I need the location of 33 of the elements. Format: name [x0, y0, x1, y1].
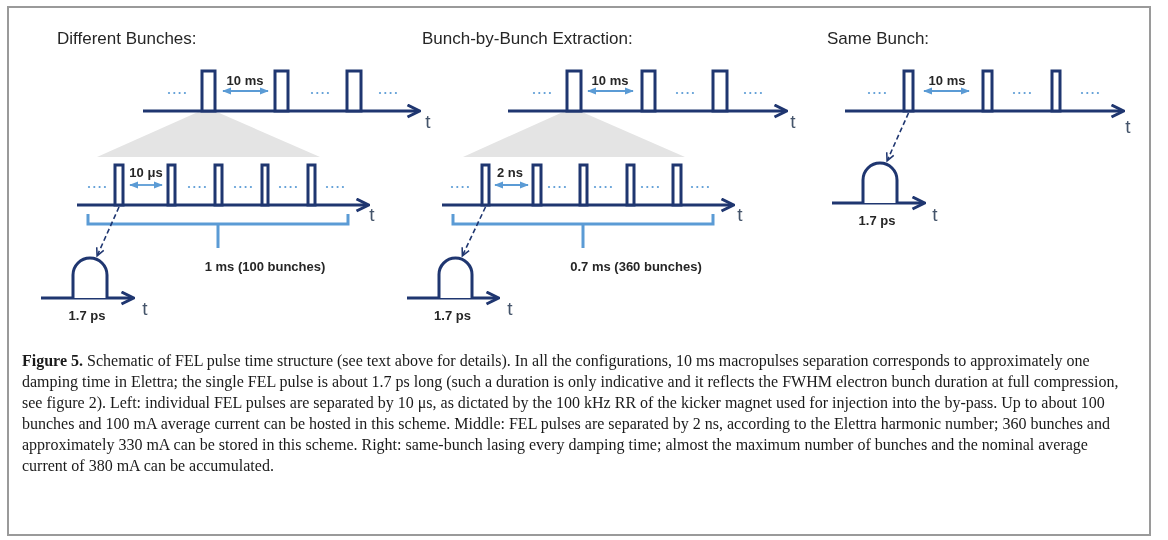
- axis-label: t: [369, 204, 375, 224]
- axis-label: t: [932, 204, 938, 224]
- pulse: [113, 163, 125, 207]
- dashed-arrow: [885, 112, 910, 162]
- duration-label: 1.7 ps: [434, 308, 471, 322]
- panel-title: Bunch-by-Bunch Extraction:: [422, 29, 633, 47]
- axis-label: t: [142, 298, 148, 318]
- duration-label: 1.7 ps: [858, 213, 896, 227]
- duration-label: 1.7 ps: [68, 308, 106, 322]
- pulse-shape: [861, 161, 899, 205]
- axis-label: t: [425, 111, 431, 131]
- interval-label: 10 μs: [129, 165, 163, 179]
- zoom-cone: [97, 112, 320, 157]
- axis-label: t: [1125, 116, 1131, 136]
- dashed-arrow: [95, 206, 120, 257]
- span-label: 1 ms (100 bunches): [204, 259, 326, 273]
- axis-label: t: [507, 298, 513, 318]
- span-label: 0.7 ms (360 bunches): [570, 259, 702, 273]
- figure-caption: Figure 5. Schematic of FEL pulse time structure (see text above for details). In all the configurations, 10 ms macropulses separation corresponds to approximately one damping time in Elettra; the single FEL pulse is about 1.7 ps long (such a duration is only indicative and it reflects the FWHM electron bunch duration at full compression, see figure 2). Left: individual FEL pulses are separated by 10 μs, as dictated by the 100 kHz RR of the kicker magnet used for injection into the by-pass. Up to about 100 bunches and 100 mA average current can be hosted in this scheme. Middle: FEL pulses are separated by 2 ns, according to the Elettra harmonic number; 360 bunches and approximately 330 mA can be stored in this scheme. Right: same-bunch lasing every damping time; almost the maximum number of bunches and the nominal average current of 380 mA can be accumulated.: [22, 351, 1120, 476]
- panel-title: Different Bunches:: [57, 29, 197, 47]
- interval-label: 2 ns: [497, 165, 523, 179]
- interval-label: 10 ms: [226, 73, 264, 87]
- interval-label: 10 ms: [928, 73, 966, 87]
- pulse: [902, 69, 915, 113]
- panel-title: Same Bunch:: [827, 29, 930, 47]
- interval-label: 10 ms: [591, 73, 629, 87]
- axis-label: t: [790, 111, 796, 131]
- pulse-shape: [71, 256, 109, 300]
- pulse-shape: [437, 256, 474, 300]
- dashed-arrow: [461, 206, 487, 257]
- pulse: [480, 163, 491, 207]
- axis-label: t: [737, 204, 743, 224]
- zoom-cone: [463, 112, 685, 157]
